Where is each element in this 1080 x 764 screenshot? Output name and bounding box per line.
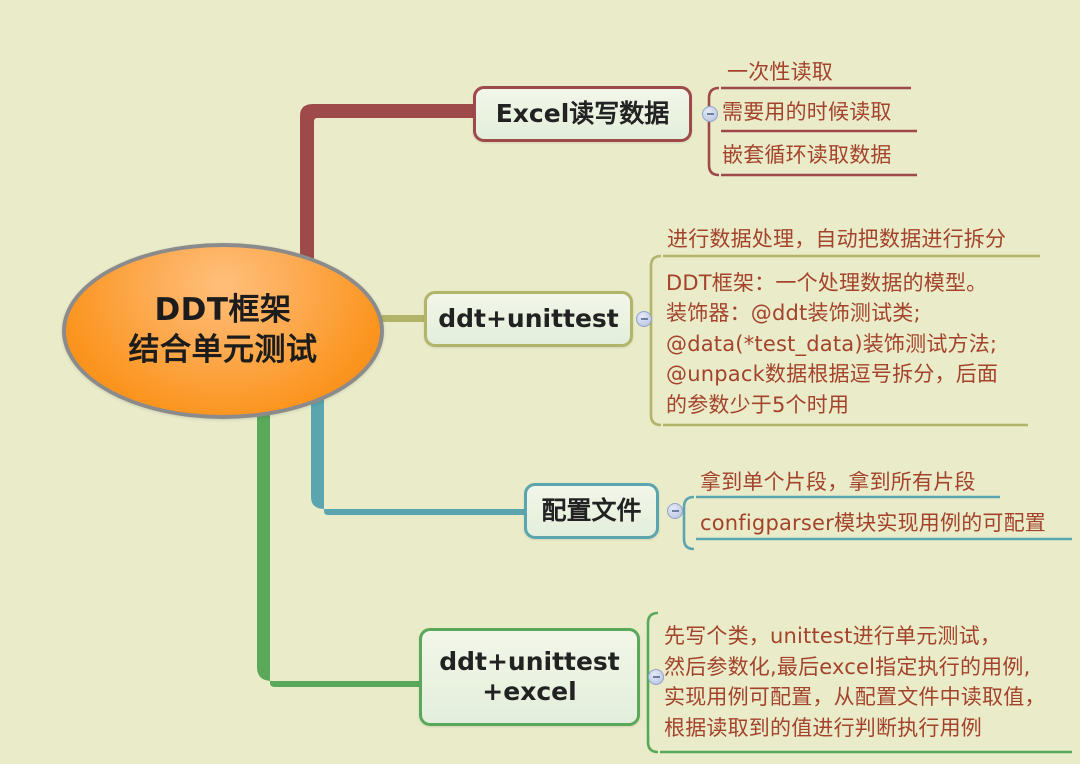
connector-ddt-unittest-excel [257, 410, 419, 687]
bracket-excel-details [707, 86, 720, 177]
central-topic-line-1: DDT框架 [154, 292, 292, 329]
collapse-toggle-ddt-unittest-excel[interactable] [648, 669, 664, 685]
collapse-toggle-config-file[interactable] [667, 503, 683, 519]
central-topic-line-2: 结合单元测试 [128, 332, 318, 368]
detail-config-file-2: configparser模块实现用例的可配置 [700, 511, 1046, 535]
connector-config-file [311, 382, 524, 515]
bracket-config-details [682, 495, 695, 551]
connector-ddt-unittest [372, 315, 424, 322]
minus-icon [640, 318, 648, 320]
detail-excel-1: 一次性读取 [727, 60, 833, 84]
topic-label-ddt-unittest: ddt+unittest [438, 303, 619, 333]
topic-node-ddt-unittest[interactable]: ddt+unittest [424, 291, 633, 347]
detail-config-file-1: 拿到单个片段，拿到所有片段 [700, 470, 976, 494]
detail-ddt-unittest-excel-1: 先写个类，unittest进行单元测试， 然后参数化,最后excel指定执行的用… [664, 624, 1046, 740]
topic-node-excel[interactable]: Excel读写数据 [473, 86, 692, 142]
detail-ddt-unittest-2: DDT框架：一个处理数据的模型。 装饰器：@ddt装饰测试类; @data(*t… [666, 271, 999, 417]
topic-label-config-file: 配置文件 [541, 495, 642, 525]
topic-node-config-file[interactable]: 配置文件 [524, 483, 659, 539]
detail-ddt-unittest-1: 进行数据处理，自动把数据进行拆分 [667, 227, 1007, 251]
bracket-ddtexcel-details [646, 611, 659, 754]
collapse-toggle-excel[interactable] [702, 106, 718, 122]
detail-excel-3: 嵌套循环读取数据 [722, 143, 892, 167]
minus-icon [671, 510, 679, 512]
detail-excel-2: 需要用的时候读取 [722, 100, 892, 124]
minus-icon [706, 113, 714, 115]
minus-icon [652, 676, 660, 678]
topic-node-ddt-unittest-excel[interactable]: ddt+unittest +excel [419, 628, 640, 726]
central-topic-node[interactable]: DDT框架 结合单元测试 [62, 243, 384, 419]
topic-label-excel: Excel读写数据 [495, 98, 670, 128]
topic-label-ddt-unittest-excel: ddt+unittest +excel [439, 646, 620, 707]
bracket-ddt-topic-left [649, 254, 662, 427]
collapse-toggle-ddt-unittest[interactable] [636, 311, 652, 327]
